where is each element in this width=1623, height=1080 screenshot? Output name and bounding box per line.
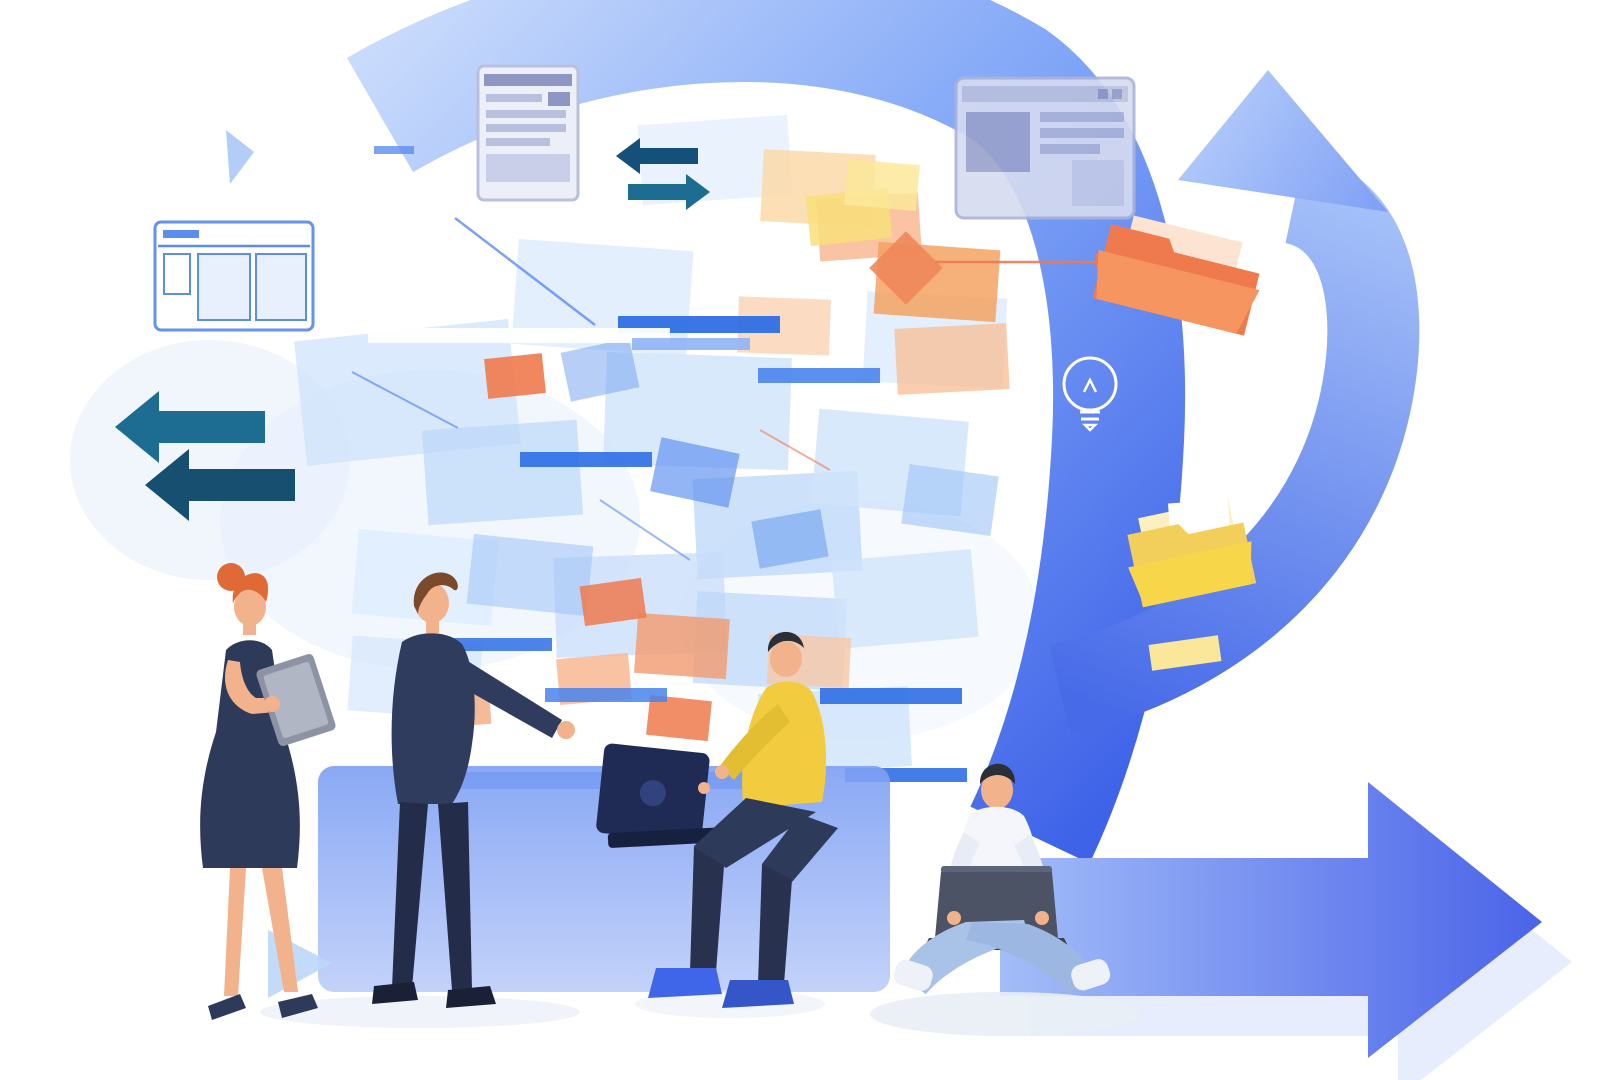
- swap-arrows-small: [616, 138, 710, 210]
- browser-window-right: [954, 76, 1136, 220]
- tablet: [256, 653, 336, 747]
- person-laptop-floor: [893, 763, 1111, 994]
- swap-arrow-top: [115, 391, 265, 463]
- yellow-shirt: [742, 681, 827, 808]
- person-woman-tablet: [200, 563, 336, 1020]
- swap-arrows-large: [115, 391, 295, 521]
- yellow-folder: [1127, 499, 1257, 671]
- lightbulb-icon: [1062, 356, 1118, 432]
- document-window-center: [476, 64, 580, 202]
- swap-arrow-right: [628, 174, 710, 210]
- cycle-arrowhead: [1178, 70, 1388, 212]
- orange-folder: [935, 215, 1260, 336]
- person-laptop-seated: [596, 631, 838, 1008]
- swap-arrow-bottom: [145, 449, 295, 521]
- browser-window-left: [153, 220, 315, 332]
- person-man-suit: [372, 572, 575, 1008]
- forward-arrow: [1000, 782, 1572, 1080]
- swap-arrow-left: [616, 138, 698, 174]
- ground-shadows: [260, 990, 1140, 1036]
- abstract-collage: [226, 114, 1010, 789]
